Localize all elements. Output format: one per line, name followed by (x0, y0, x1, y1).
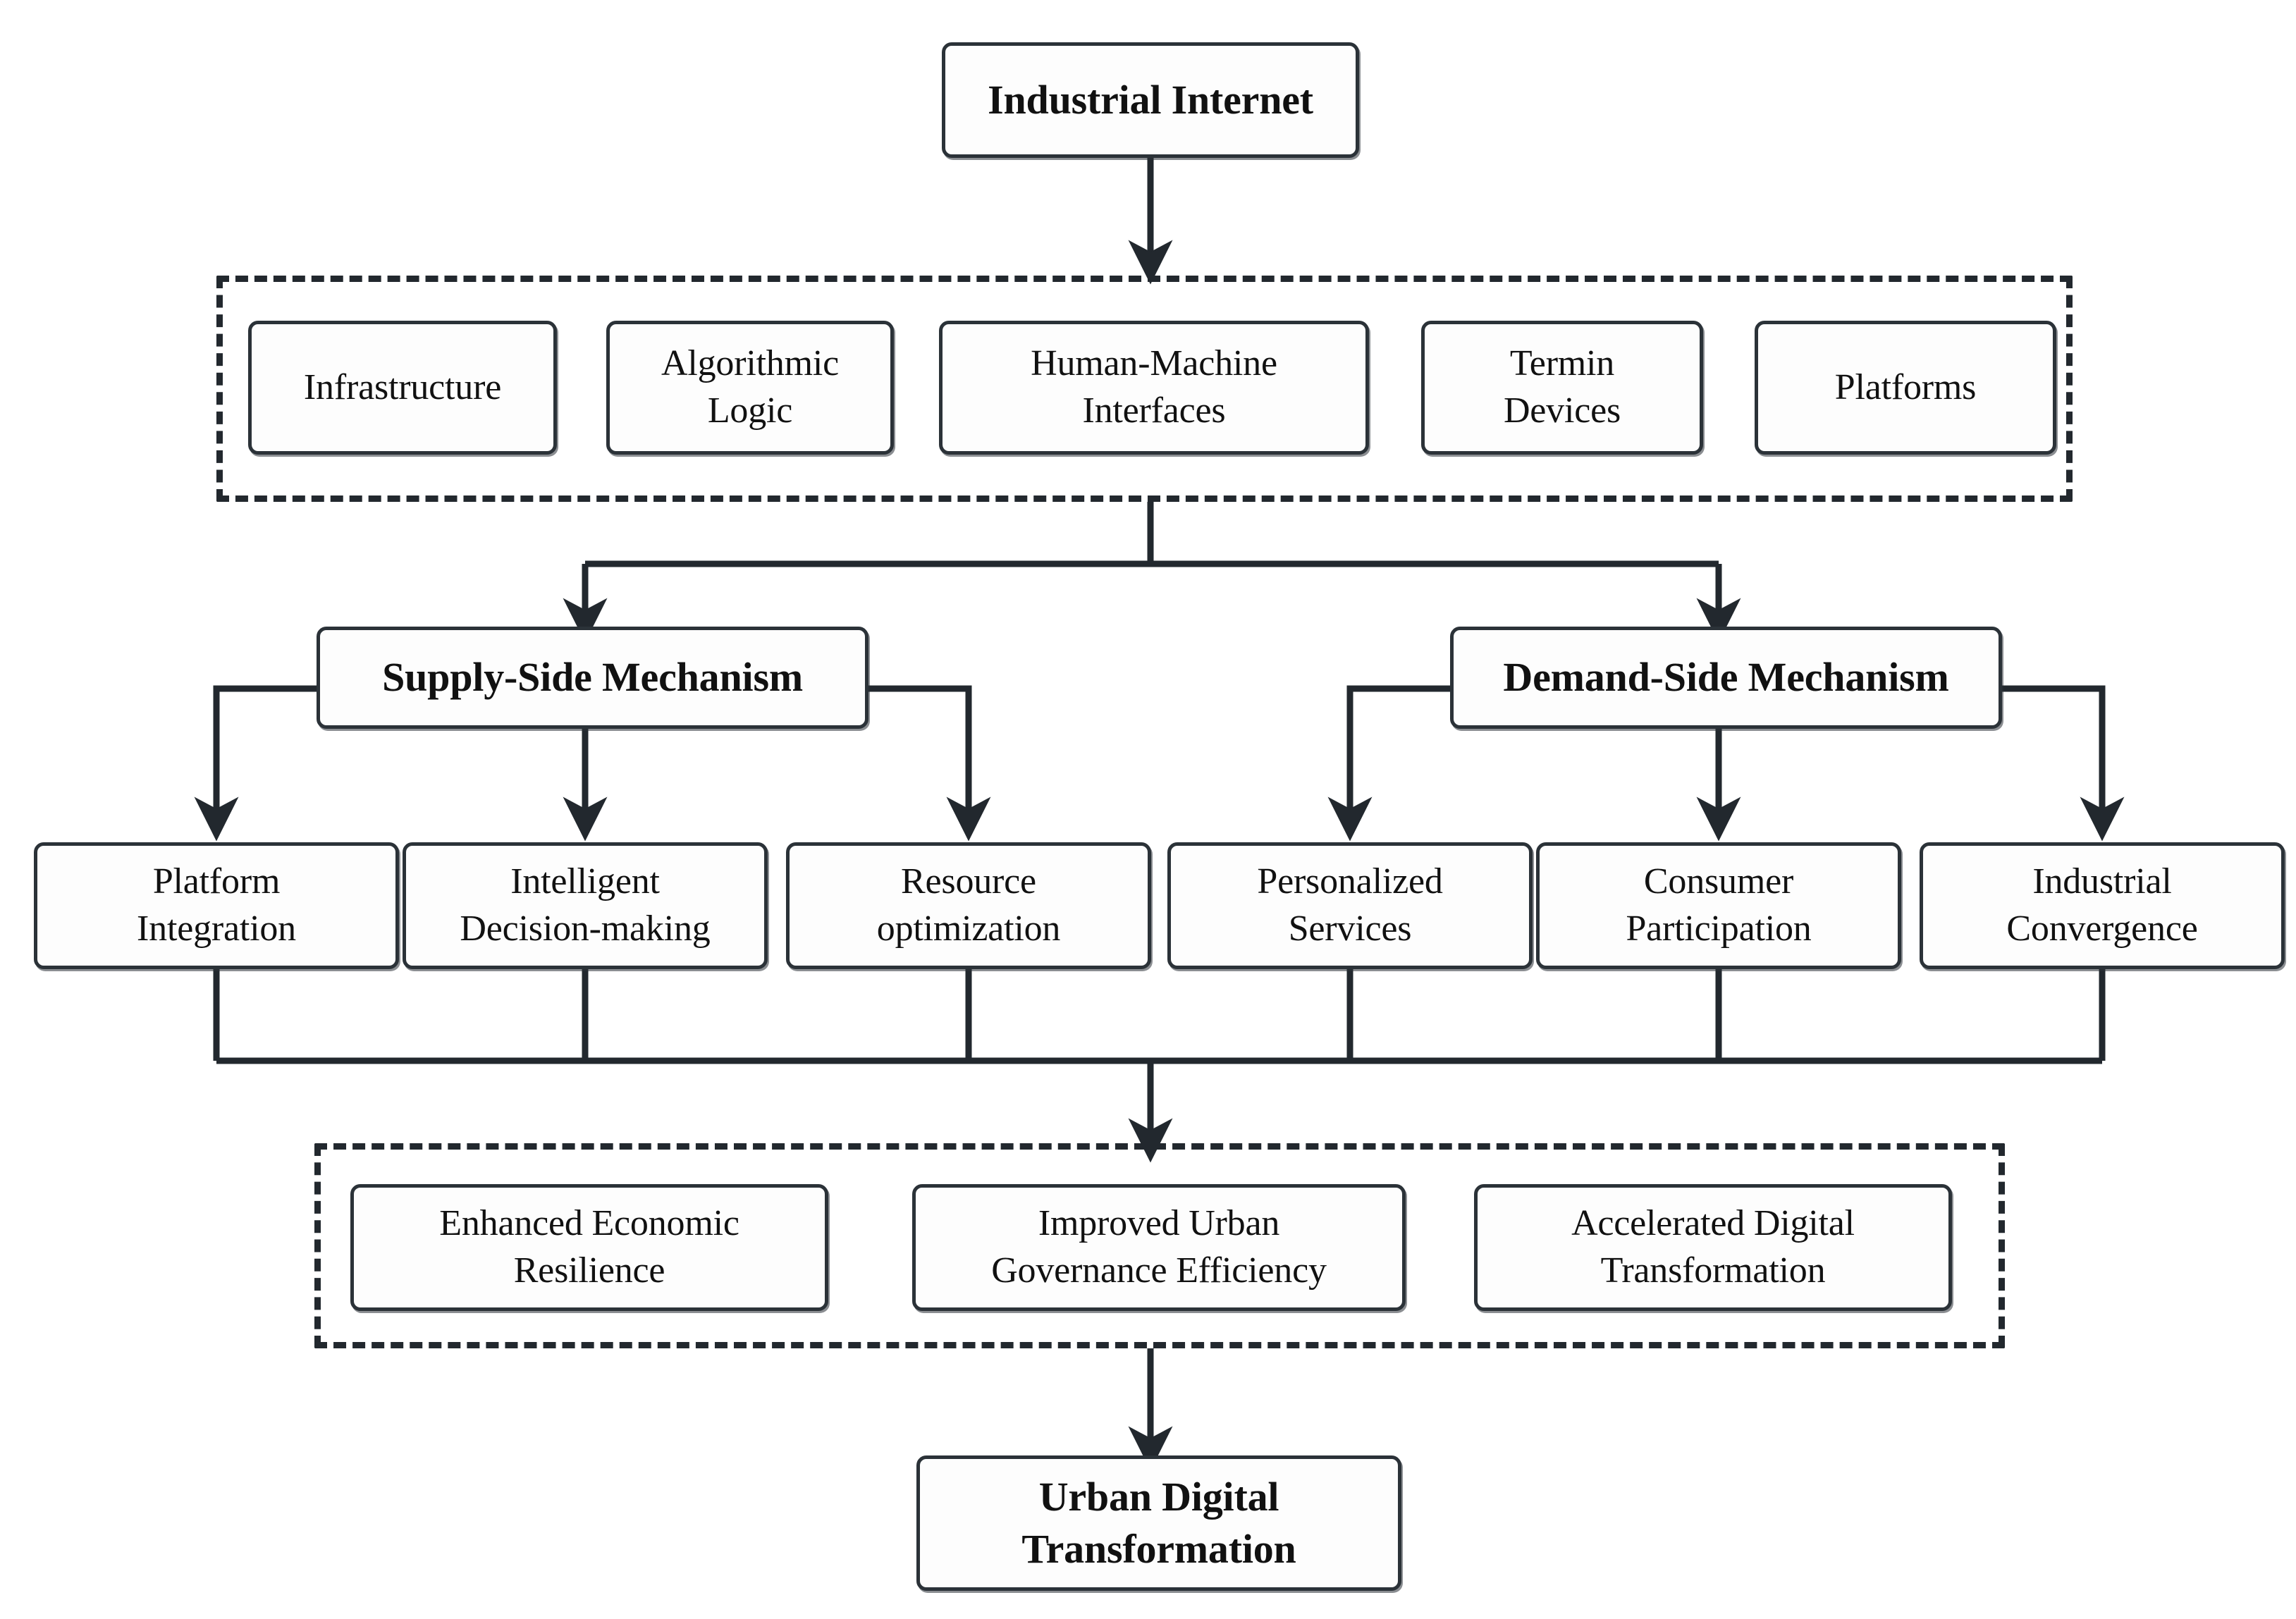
group-urban-outcomes (314, 1143, 2005, 1348)
node-industrial-internet-label: Industrial Internet (988, 76, 1313, 123)
node-demand-side-mechanism[interactable]: Demand-Side Mechanism (1450, 627, 2002, 729)
edge-demand-to-industrial-convergence (2002, 685, 2125, 842)
node-demand-side-mechanism-label: Demand-Side Mechanism (1503, 654, 1949, 701)
edge-supply-to-resource-optimization (868, 685, 991, 842)
edge-supply-to-platform-integration (194, 685, 317, 842)
node-infrastructure[interactable]: Infrastructure (248, 321, 557, 455)
node-infrastructure-label: Infrastructure (303, 367, 502, 407)
node-supply-side-mechanism-label: Supply-Side Mechanism (382, 654, 803, 701)
node-platforms[interactable]: Platforms (1755, 321, 2056, 455)
group-industrial-internet-components (216, 276, 2073, 502)
node-supply-side-mechanism[interactable]: Supply-Side Mechanism (317, 627, 868, 729)
edge-demand-to-personalized-services (1327, 685, 1450, 842)
node-platforms-label: Platforms (1834, 367, 1977, 407)
node-industrial-internet[interactable]: Industrial Internet (942, 42, 1359, 158)
